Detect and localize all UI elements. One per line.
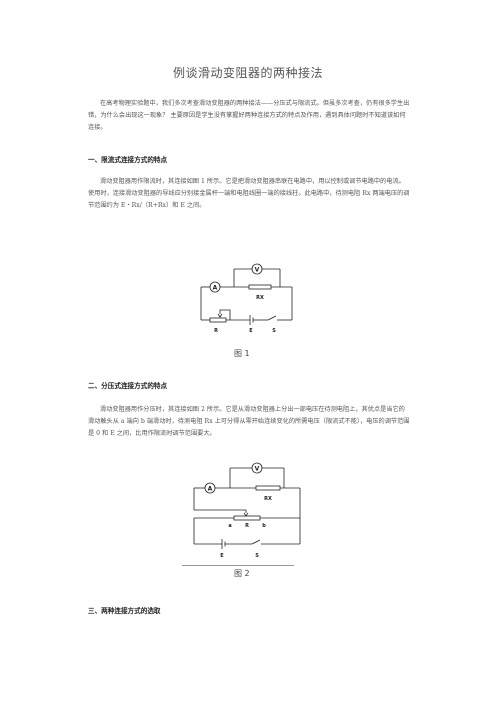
voltmeter-symbol-2 xyxy=(251,462,263,474)
s-label: S xyxy=(272,328,276,334)
r-label: R xyxy=(214,328,218,334)
section-2-heading: 二、分压式连接方式的特点 xyxy=(88,382,168,390)
figure-1-circuit: V A RX R E S xyxy=(200,263,293,334)
figure-2-rule xyxy=(182,565,294,566)
ammeter-label: A xyxy=(213,285,218,292)
s-label-2: S xyxy=(255,553,259,559)
document-title: 例谈滑动变阻器的两种接法 xyxy=(172,66,323,80)
e-label: E xyxy=(249,328,253,334)
section-1-heading: 一、限流式连接方式的特点 xyxy=(88,156,168,164)
rx-label-2: RX xyxy=(264,496,272,502)
figure-2-circuit: V A RX a R b E S xyxy=(193,462,301,559)
rheostat-r xyxy=(209,317,227,323)
switch-blade xyxy=(267,315,277,321)
section-3-heading: 三、两种连接方式的选取 xyxy=(88,607,161,615)
rx-label: RX xyxy=(256,295,264,301)
intro-paragraph: 在高考物理实验题中，我们多次考查滑动变阻器的两种接法——分压式与限流式。但虽多次… xyxy=(88,100,410,131)
switch-blade-2 xyxy=(251,539,261,545)
voltmeter-label-2: V xyxy=(255,466,260,473)
voltmeter-symbol xyxy=(251,263,263,275)
rx-resistor xyxy=(248,284,272,290)
e-label-2: E xyxy=(220,553,224,559)
r-label-2: R xyxy=(245,523,249,529)
rheostat-r-2 xyxy=(233,515,261,521)
voltmeter-label: V xyxy=(255,267,260,274)
section-1-body: 滑动变阻器用作限流时，其连接如图 1 所示。它是把滑动变阻器串联在电路中，用以控… xyxy=(88,178,410,209)
rx-resistor-2 xyxy=(255,485,281,491)
a-label: a xyxy=(228,523,231,529)
ammeter-label-2: A xyxy=(208,486,213,493)
b-label: b xyxy=(262,523,266,529)
figure-1-caption: 图 1 xyxy=(234,349,250,358)
figure-2-caption: 图 2 xyxy=(234,569,250,578)
slider-arrow xyxy=(217,313,223,318)
section-2-body: 滑动变阻器用作分压时，其连接如图 2 所示。它是从滑动变阻器上分出一部电压在待测… xyxy=(88,406,410,437)
slider-arrow-2 xyxy=(243,512,249,517)
